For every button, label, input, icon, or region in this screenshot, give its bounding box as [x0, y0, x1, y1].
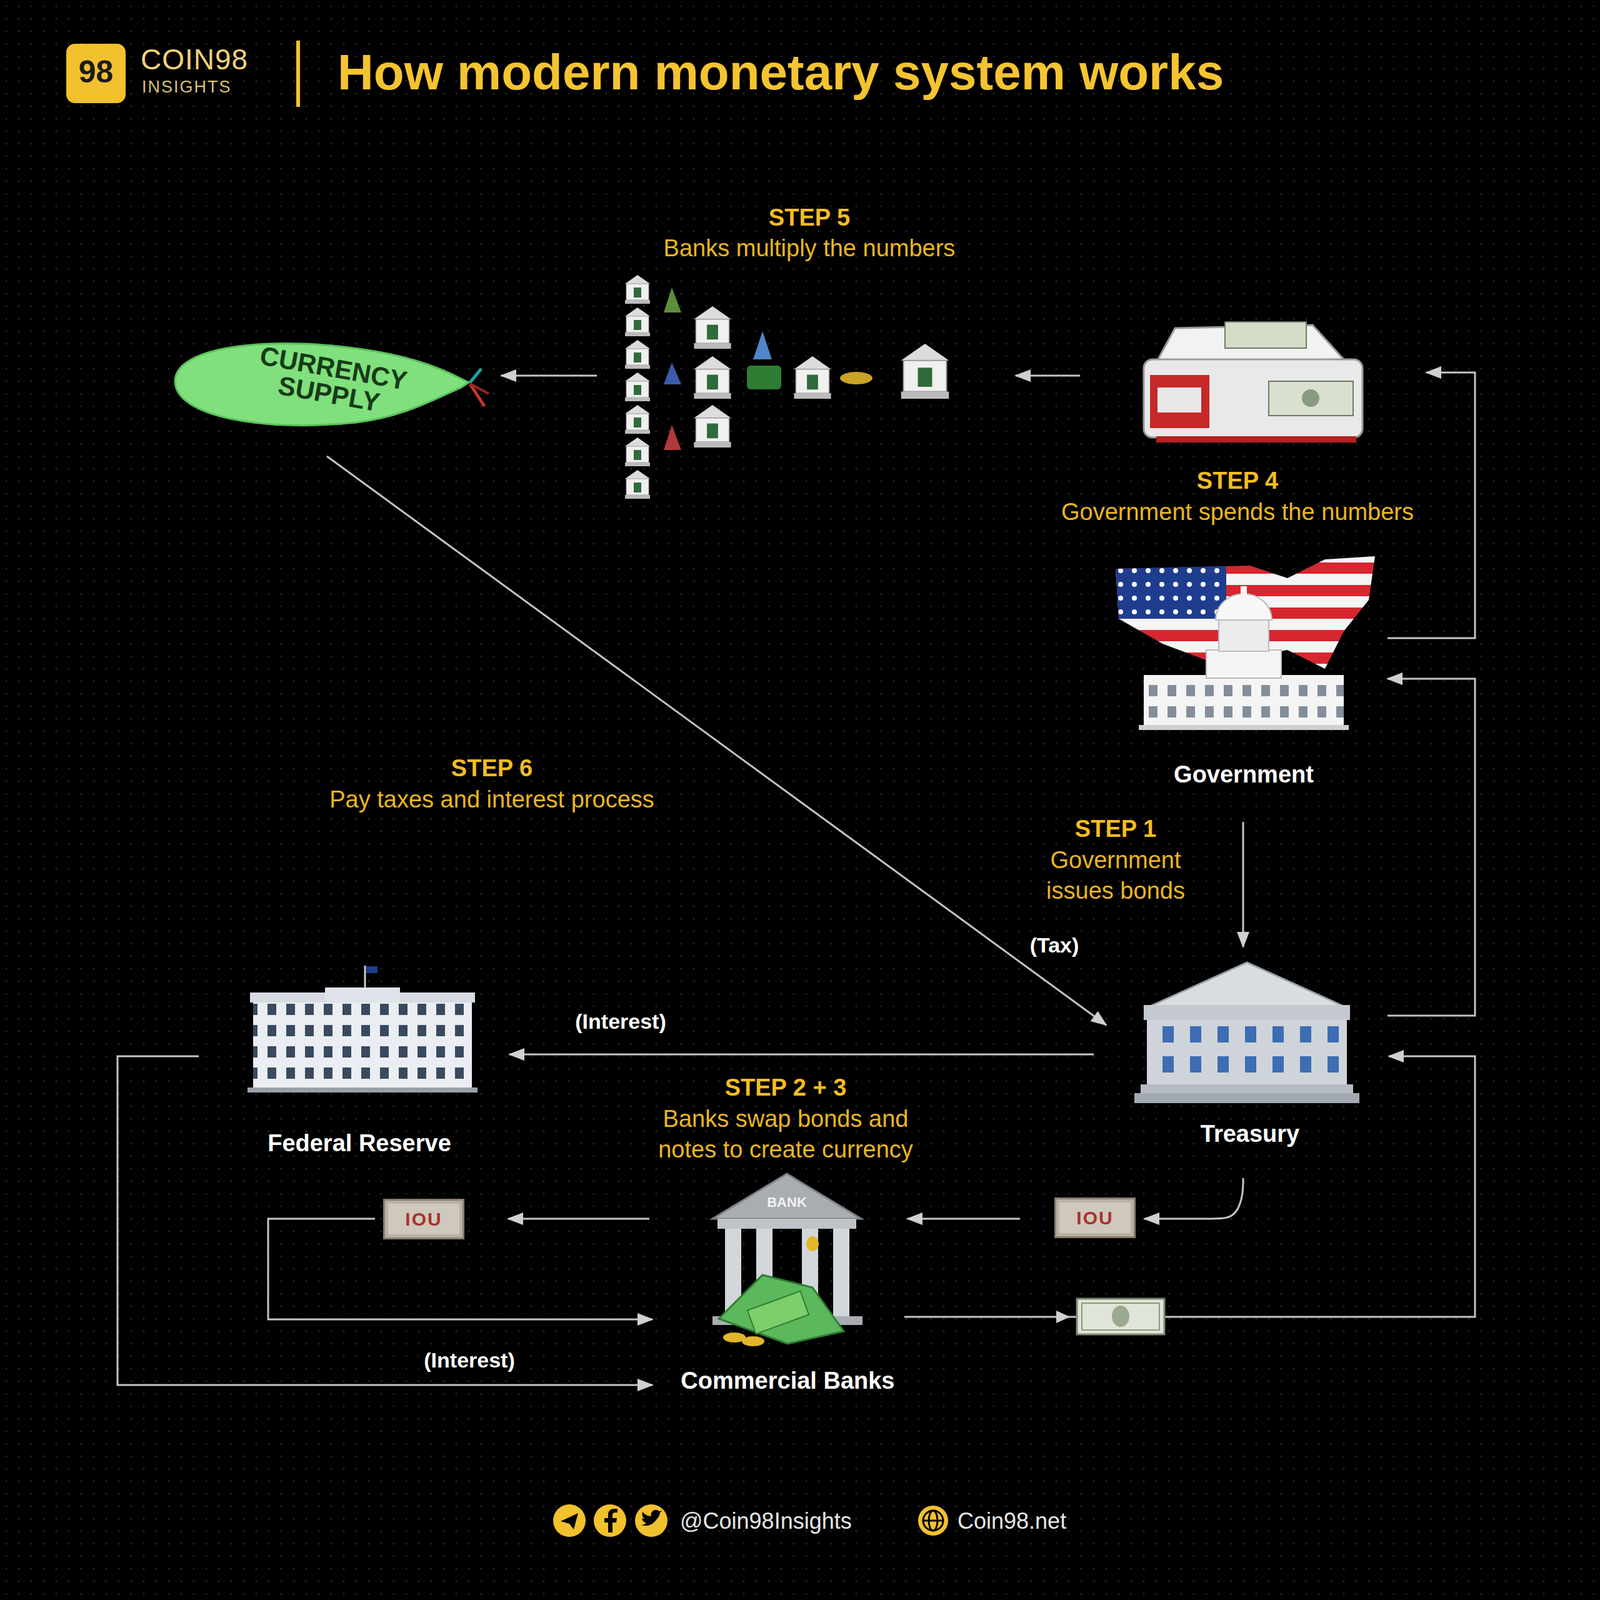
flow-arrow	[326, 456, 1107, 1025]
flow-arrow	[501, 375, 597, 377]
treasury-node: Treasury	[1118, 953, 1382, 1154]
node-label: IOU	[1076, 1207, 1114, 1229]
flow-arrow	[117, 1056, 653, 1385]
node-label: Government	[1173, 759, 1314, 790]
flow-arrow	[1387, 678, 1475, 1016]
flow-arrow	[508, 1218, 650, 1220]
brand-sub: INSIGHTS	[141, 77, 232, 97]
node-label: Banks multiply the numbers	[663, 233, 956, 264]
flow-arrow	[1242, 821, 1245, 947]
edge-label: (Interest)	[570, 1008, 671, 1035]
flow-arrow	[907, 1218, 1020, 1220]
step-heading: STEP 4	[1196, 465, 1279, 497]
step-text: Pay taxes and interest process	[266, 784, 717, 815]
edge-label: (Tax)	[1025, 931, 1085, 959]
federal-reserve-node: Federal Reserve	[243, 956, 475, 1163]
edge-label: (Interest)	[418, 1346, 520, 1374]
step-heading: STEP 1	[1021, 813, 1210, 845]
flow-arrow	[1144, 1178, 1244, 1219]
currency-balloon: CURRENCY SUPPLY	[168, 331, 494, 432]
step-heading: STEP 5	[768, 202, 850, 234]
bank-node: Commercial Banks	[674, 1175, 902, 1400]
flow-arrow	[509, 1053, 1094, 1056]
logo-mark: 98	[66, 53, 126, 90]
node-label: Treasury	[1200, 1118, 1300, 1150]
step-text: Banks swap bonds and notes to create cur…	[635, 1103, 936, 1166]
step-group: STEP 5Banks multiply the numbers	[609, 198, 1010, 518]
flow-arrow	[1015, 375, 1080, 377]
government-node: Government	[1106, 550, 1382, 794]
node-label: Commercial Banks	[680, 1365, 895, 1397]
social-handle: @Coin98Insights	[680, 1508, 852, 1535]
node-label: IOU	[405, 1208, 442, 1230]
step-heading: STEP 2 + 3	[610, 1072, 961, 1104]
website: Coin98.net	[957, 1508, 1067, 1535]
iou-note: IOU	[1054, 1197, 1136, 1239]
node-label: Government spends the numbers	[1061, 496, 1414, 528]
step-heading: STEP 6	[266, 753, 717, 784]
node-label: Federal Reserve	[267, 1128, 452, 1159]
step-text: Government issues bonds	[1021, 845, 1210, 907]
printer-node: STEP 4Government spends the numbers	[1055, 312, 1420, 532]
flow-arrow	[904, 1056, 1475, 1317]
bank-sign: BANK	[749, 1194, 825, 1211]
iou-note: IOU	[383, 1198, 465, 1240]
brand-name: COIN98	[140, 42, 249, 77]
page-title: How modern monetary system works	[337, 43, 1224, 102]
